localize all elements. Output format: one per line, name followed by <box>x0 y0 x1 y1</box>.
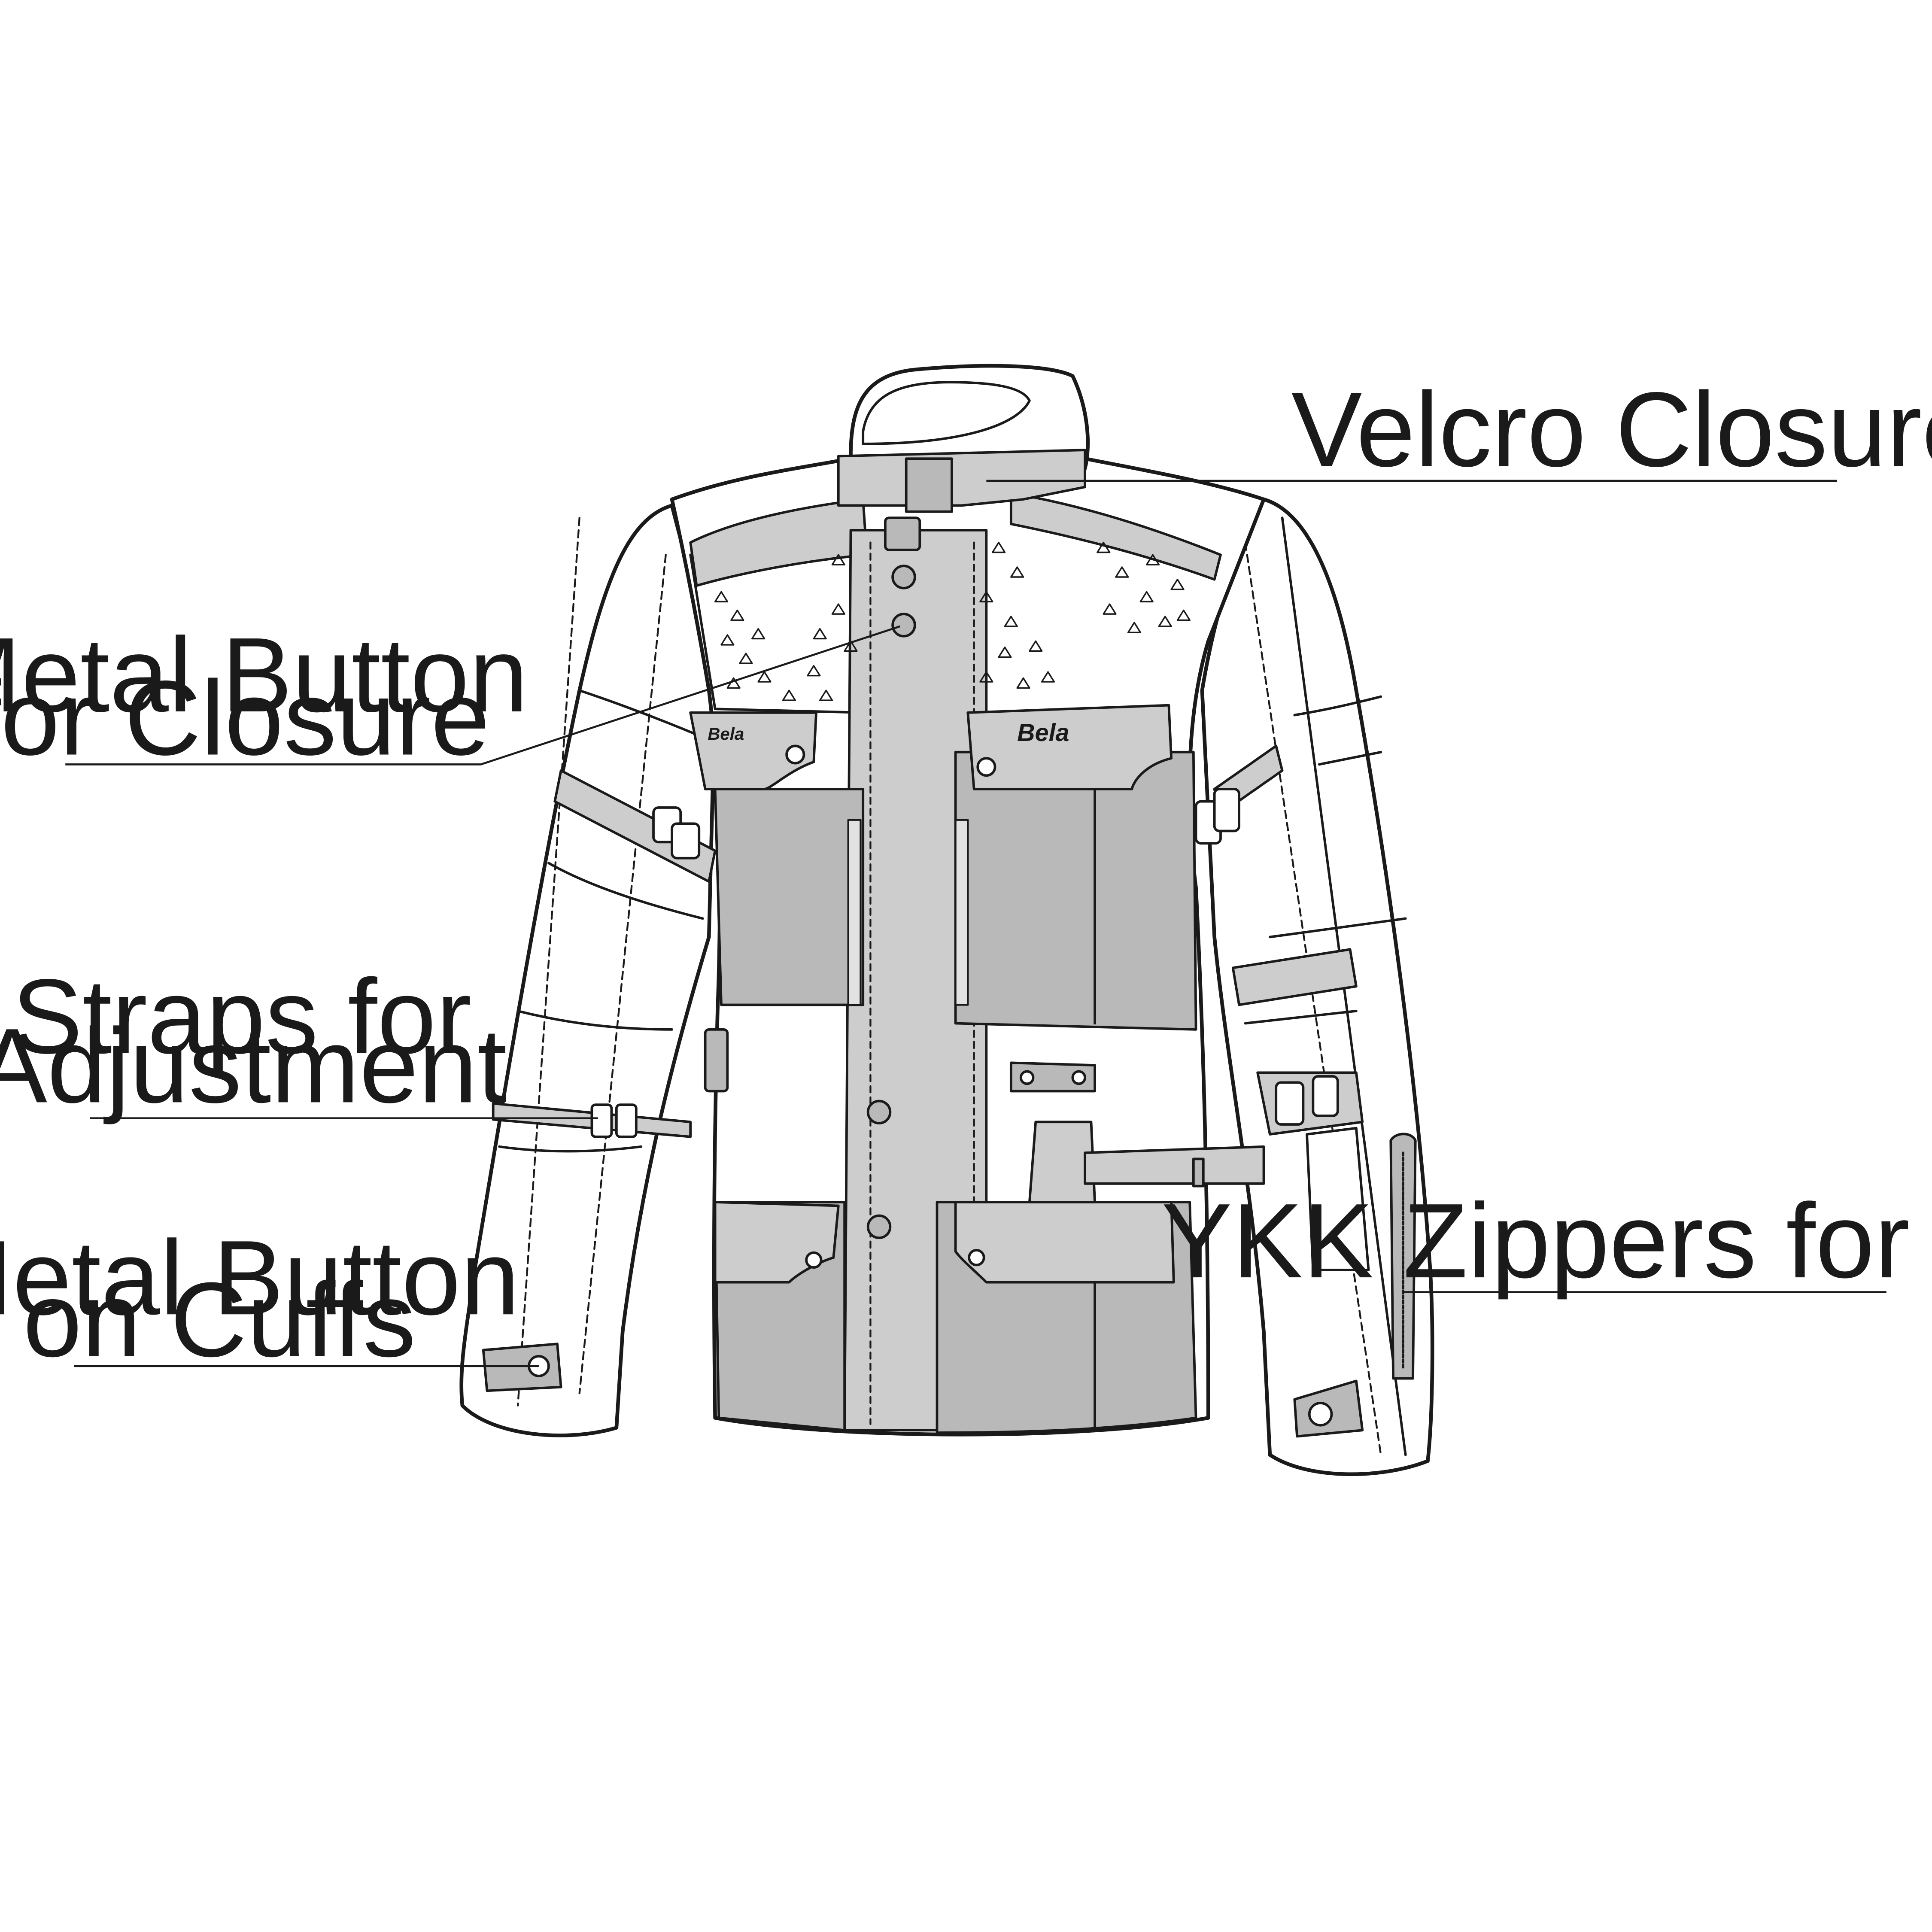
torso: Bela Bela <box>670 454 1266 1437</box>
label-straps-adjustment-line1: Straps for <box>12 957 472 1075</box>
label-metal-button-closure-line2: for Closure <box>0 659 490 777</box>
label-velcro-closure: Velcro Closure <box>1291 371 1932 489</box>
brand-logo-left: Bela <box>708 724 744 744</box>
label-metal-button-cuffs-line2: on Cuffs <box>23 1261 416 1379</box>
velcro-tab <box>905 457 953 513</box>
right-sleeve <box>1194 497 1434 1476</box>
jacket-illustration: Bela Bela <box>459 364 1434 1476</box>
label-ykk-zippers: YKK Zippers for Cuffs <box>1161 1182 1932 1300</box>
left-sleeve <box>459 504 717 1437</box>
collar <box>837 364 1090 513</box>
brand-logo-right: Bela <box>1017 719 1069 747</box>
leader-metal-button-closure <box>65 625 901 766</box>
perforation-pattern <box>714 541 1191 701</box>
label-metal-button-cuffs-line1: Metal Button <box>0 1218 519 1337</box>
callout-leaders <box>65 480 1886 1367</box>
label-straps-adjustment-line2: Adjustment <box>0 1006 507 1125</box>
callout-labels: Velcro Closure Metal Button for Closure … <box>0 371 1932 1379</box>
right-cuff-button <box>1308 1402 1333 1427</box>
label-metal-button-closure-line1: Metal Button <box>0 616 528 734</box>
